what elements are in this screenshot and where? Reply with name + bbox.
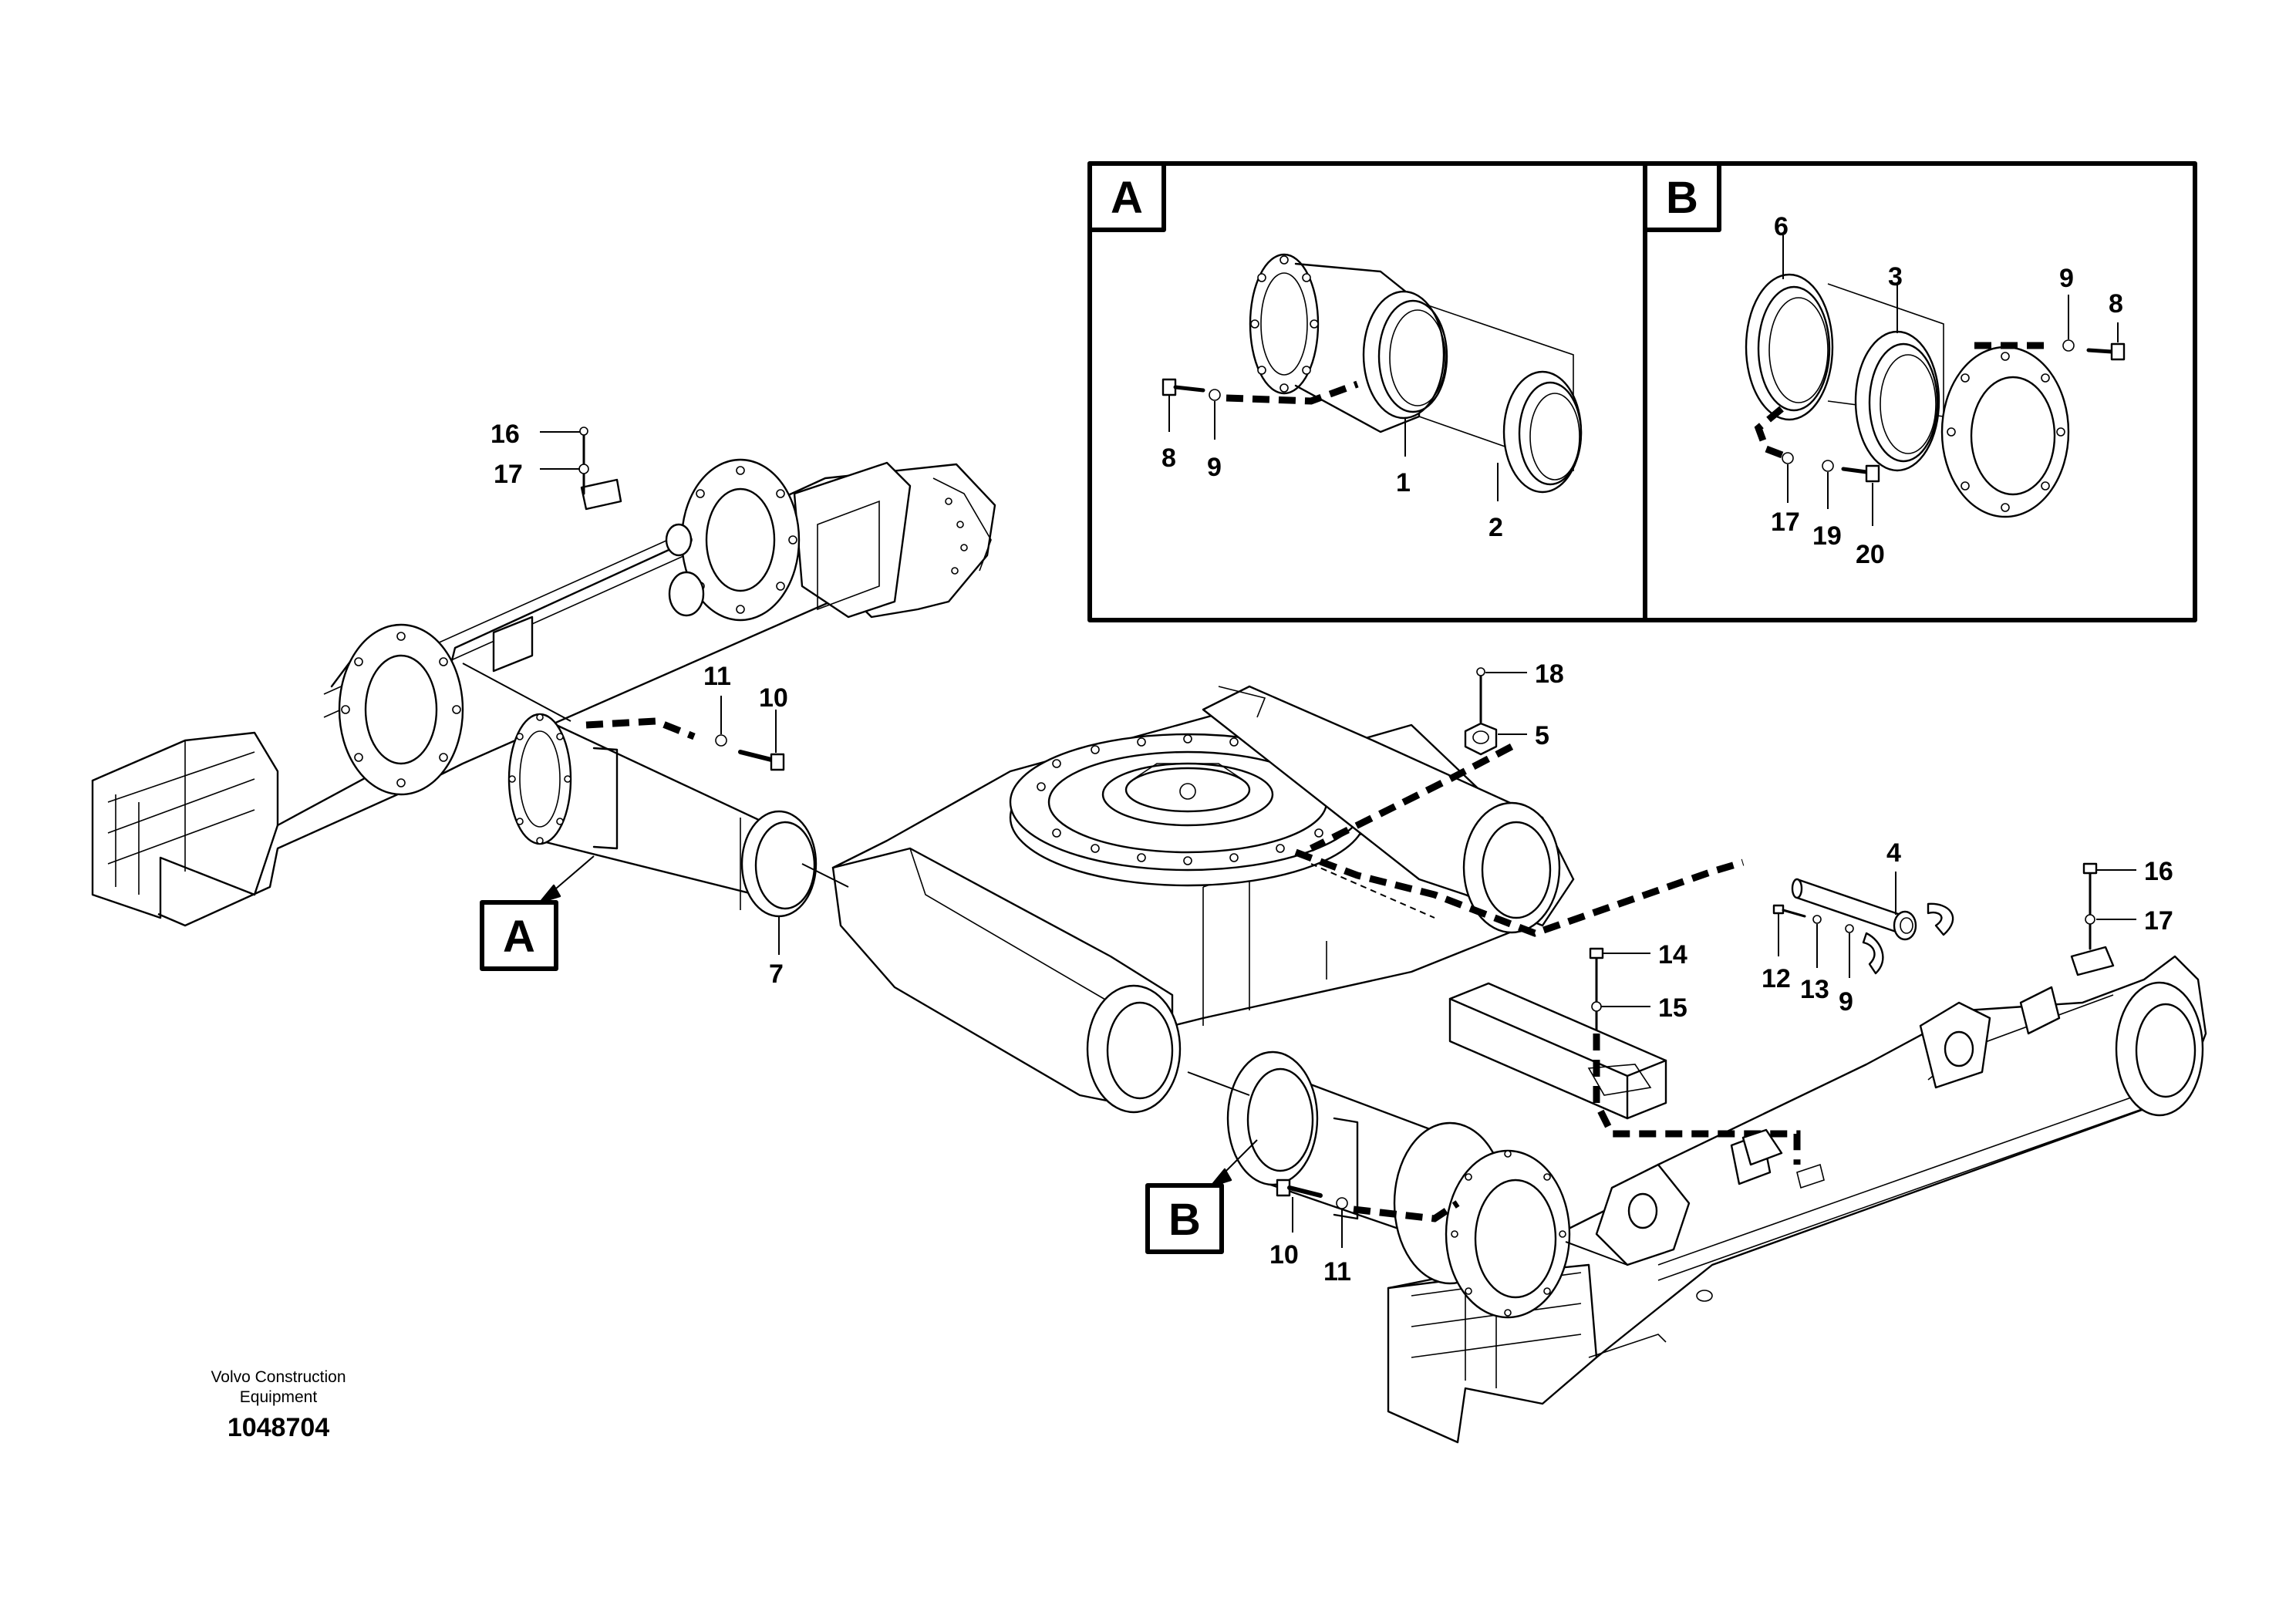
assembly-path-nut [1309,744,1514,852]
left-track-frame [91,458,996,927]
callout-17: 17 [2144,906,2173,936]
callout-3: 3 [1888,262,1903,292]
callout-5: 5 [1535,721,1549,750]
assembly-path-a [1226,380,1359,405]
assembly-path-pin [1294,848,1745,937]
pin-retainer-half-1 [1927,902,1954,936]
callout-10: 10 [759,683,788,713]
bolt-8-a [1161,378,1205,396]
right-cover-plate [2070,946,2115,976]
callout-12: 12 [1762,964,1791,993]
callout-2: 2 [1489,513,1503,542]
pin-4 [1791,878,1917,941]
front-left-socket [1086,984,1182,1114]
callout-16: 16 [2144,857,2173,886]
callout-15: 15 [1658,993,1687,1023]
manufacturer-name-line2: Equipment [240,1388,318,1406]
panel-a-tube-assembly [1161,253,1583,494]
back-right-socket [1462,801,1561,934]
main-b-label: B [1168,1195,1201,1245]
callout-1: 1 [1396,468,1411,497]
callout-19: 19 [1812,521,1842,551]
bushing-6 [1745,273,1834,421]
callout-10: 10 [1269,1240,1299,1270]
callout-14: 14 [1658,940,1687,969]
left-idler-ring-1 [338,623,464,796]
carbody [831,685,1575,1114]
panel-b-label: B [1666,173,1698,223]
bushing-1 [1362,290,1448,420]
panel-a-tag: A [1087,161,1166,232]
right-idler-ring [2115,981,2204,1117]
right-track-frame [1387,946,2207,1444]
bolt-10-b [1276,1179,1323,1198]
pin-retainer-half-2 [1862,932,1884,975]
detail-inset: A B [1087,161,2197,622]
callout-6: 6 [1774,212,1789,241]
bolt-8-b [2086,342,2126,361]
left-cover-plate [580,478,622,511]
callout-7: 7 [769,959,784,989]
callout-9: 9 [2059,264,2074,293]
bushing-2 [1502,370,1583,494]
callout-11: 11 [703,662,731,691]
callout-9: 9 [1207,453,1222,482]
callout-18: 18 [1535,659,1564,689]
washer-9-b [2062,339,2075,352]
callout-11: 11 [1323,1257,1351,1286]
washer-11-b [1336,1197,1348,1209]
pivot-tube-a [507,713,818,918]
callout-13: 13 [1800,975,1829,1004]
washer-11-a [715,734,727,747]
cylinder-cover [1448,982,1667,1120]
bolt-20-b [1841,464,1880,483]
assembly-path-b2 [1754,406,1788,460]
drawing-number: 1048704 [228,1413,329,1442]
main-b-tag: B [1145,1139,1258,1254]
callout-17: 17 [1771,508,1800,537]
callout-20: 20 [1856,540,1885,569]
panel-b-tube-assembly [1745,273,2126,518]
manufacturer-name: Volvo Construction [211,1368,346,1386]
callout-8: 8 [1161,443,1176,473]
callout-8: 8 [2109,289,2123,319]
panel-b-tag: B [1643,161,1721,232]
washer-9-a [1209,389,1221,401]
callout-9: 9 [1839,987,1853,1017]
callout-17: 17 [494,460,523,489]
flange-b [1940,346,2070,518]
callout-16: 16 [491,420,520,449]
bushing-3 [1854,330,1940,472]
bolt-10-a [738,750,785,771]
main-a-label: A [503,912,535,962]
washer-19-b [1822,460,1834,472]
detail-frame [1087,161,2197,622]
washer-17-b [1782,452,1794,464]
nut-5 [1464,722,1498,756]
main-a-tag: A [480,855,595,971]
panel-a-label: A [1111,173,1143,223]
assembly-path-cover [1593,1034,1801,1165]
callout-4: 4 [1886,838,1901,868]
